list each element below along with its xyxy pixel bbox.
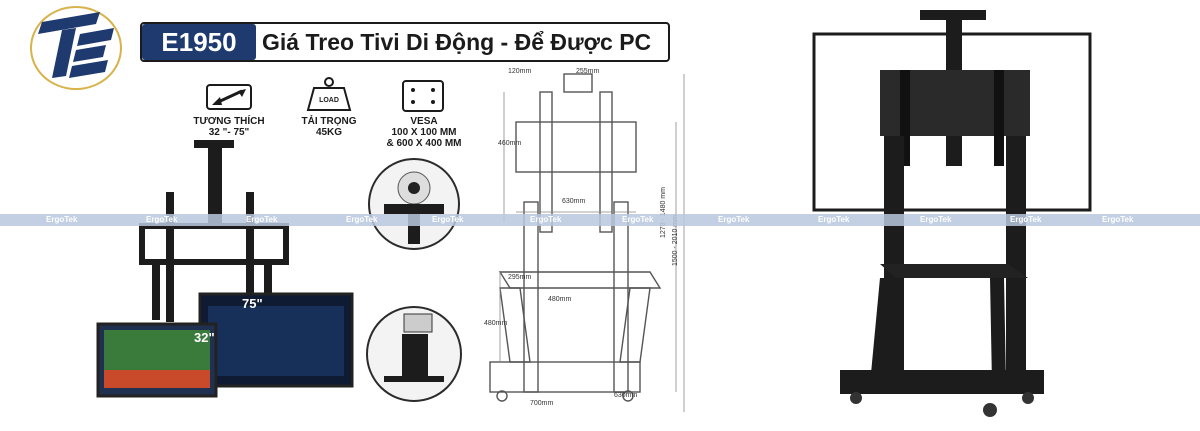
dim-top-offset: 120mm bbox=[508, 68, 532, 75]
watermark-text: ErgoTek bbox=[432, 215, 464, 224]
stand-product-photo bbox=[812, 10, 1092, 417]
watermark-text: ErgoTek bbox=[718, 215, 750, 224]
feature-vesa-line3: & 600 X 400 MM bbox=[386, 138, 462, 149]
dim-base-depth: 630mm bbox=[614, 392, 638, 399]
watermark-text: ErgoTek bbox=[622, 215, 654, 224]
screen-size-small: 32" bbox=[194, 330, 215, 345]
resize-arrow-icon bbox=[206, 84, 252, 110]
brand-logo bbox=[30, 6, 122, 90]
watermark-text: ErgoTek bbox=[246, 215, 278, 224]
feature-vesa: VESA 100 X 100 MM & 600 X 400 MM bbox=[376, 116, 472, 149]
dim-shelf-height: 295mm bbox=[508, 274, 532, 281]
dim-lower-height: 480mm bbox=[484, 320, 508, 327]
watermark-text: ErgoTek bbox=[530, 215, 562, 224]
watermark-text: ErgoTek bbox=[1102, 215, 1134, 224]
feature-load-line2: 45KG bbox=[315, 127, 343, 138]
camera-shelf-inset bbox=[368, 158, 460, 250]
dim-top-width: 255mm bbox=[576, 68, 600, 75]
dim-shelf-width: 480mm bbox=[548, 296, 572, 303]
feature-compatible: TƯƠNG THÍCH 32 "- 75" bbox=[186, 116, 272, 138]
vesa-pattern-icon bbox=[402, 80, 444, 112]
feature-compatible-line2: 32 "- 75" bbox=[208, 127, 250, 138]
product-title: Giá Treo Tivi Di Động - Để Được PC bbox=[262, 29, 652, 55]
pc-shelf-inset bbox=[366, 306, 462, 402]
watermark-stripe bbox=[0, 214, 1200, 226]
load-badge: LOAD bbox=[319, 97, 339, 104]
watermark-text: ErgoTek bbox=[346, 215, 378, 224]
ergotek-logo-icon bbox=[38, 12, 114, 78]
feature-load: TẢI TRỌNG 45KG bbox=[286, 116, 372, 138]
feature-compatible-line1: TƯƠNG THÍCH bbox=[193, 116, 265, 127]
dim-bracket-width: 630mm bbox=[562, 198, 586, 205]
watermark-text: ErgoTek bbox=[920, 215, 952, 224]
watermark-text: ErgoTek bbox=[818, 215, 850, 224]
feature-load-line1: TẢI TRỌNG bbox=[301, 116, 357, 127]
feature-vesa-line2: 100 X 100 MM bbox=[391, 127, 457, 138]
feature-vesa-line1: VESA bbox=[410, 116, 438, 127]
dim-base-width: 700mm bbox=[530, 400, 554, 407]
watermark-text: ErgoTek bbox=[1010, 215, 1042, 224]
dim-bracket-height: 460mm bbox=[498, 140, 522, 147]
dimension-drawing bbox=[489, 73, 685, 412]
mount-with-screens-illustration bbox=[96, 140, 354, 398]
model-badge: E1950 bbox=[142, 24, 256, 60]
screen-size-large: 75" bbox=[242, 296, 263, 311]
watermark-text: ErgoTek bbox=[146, 215, 178, 224]
watermark-text: ErgoTek bbox=[46, 215, 78, 224]
dim-range-inner: 1270 - 1480 mm bbox=[660, 187, 667, 238]
load-weight-icon bbox=[306, 77, 352, 111]
